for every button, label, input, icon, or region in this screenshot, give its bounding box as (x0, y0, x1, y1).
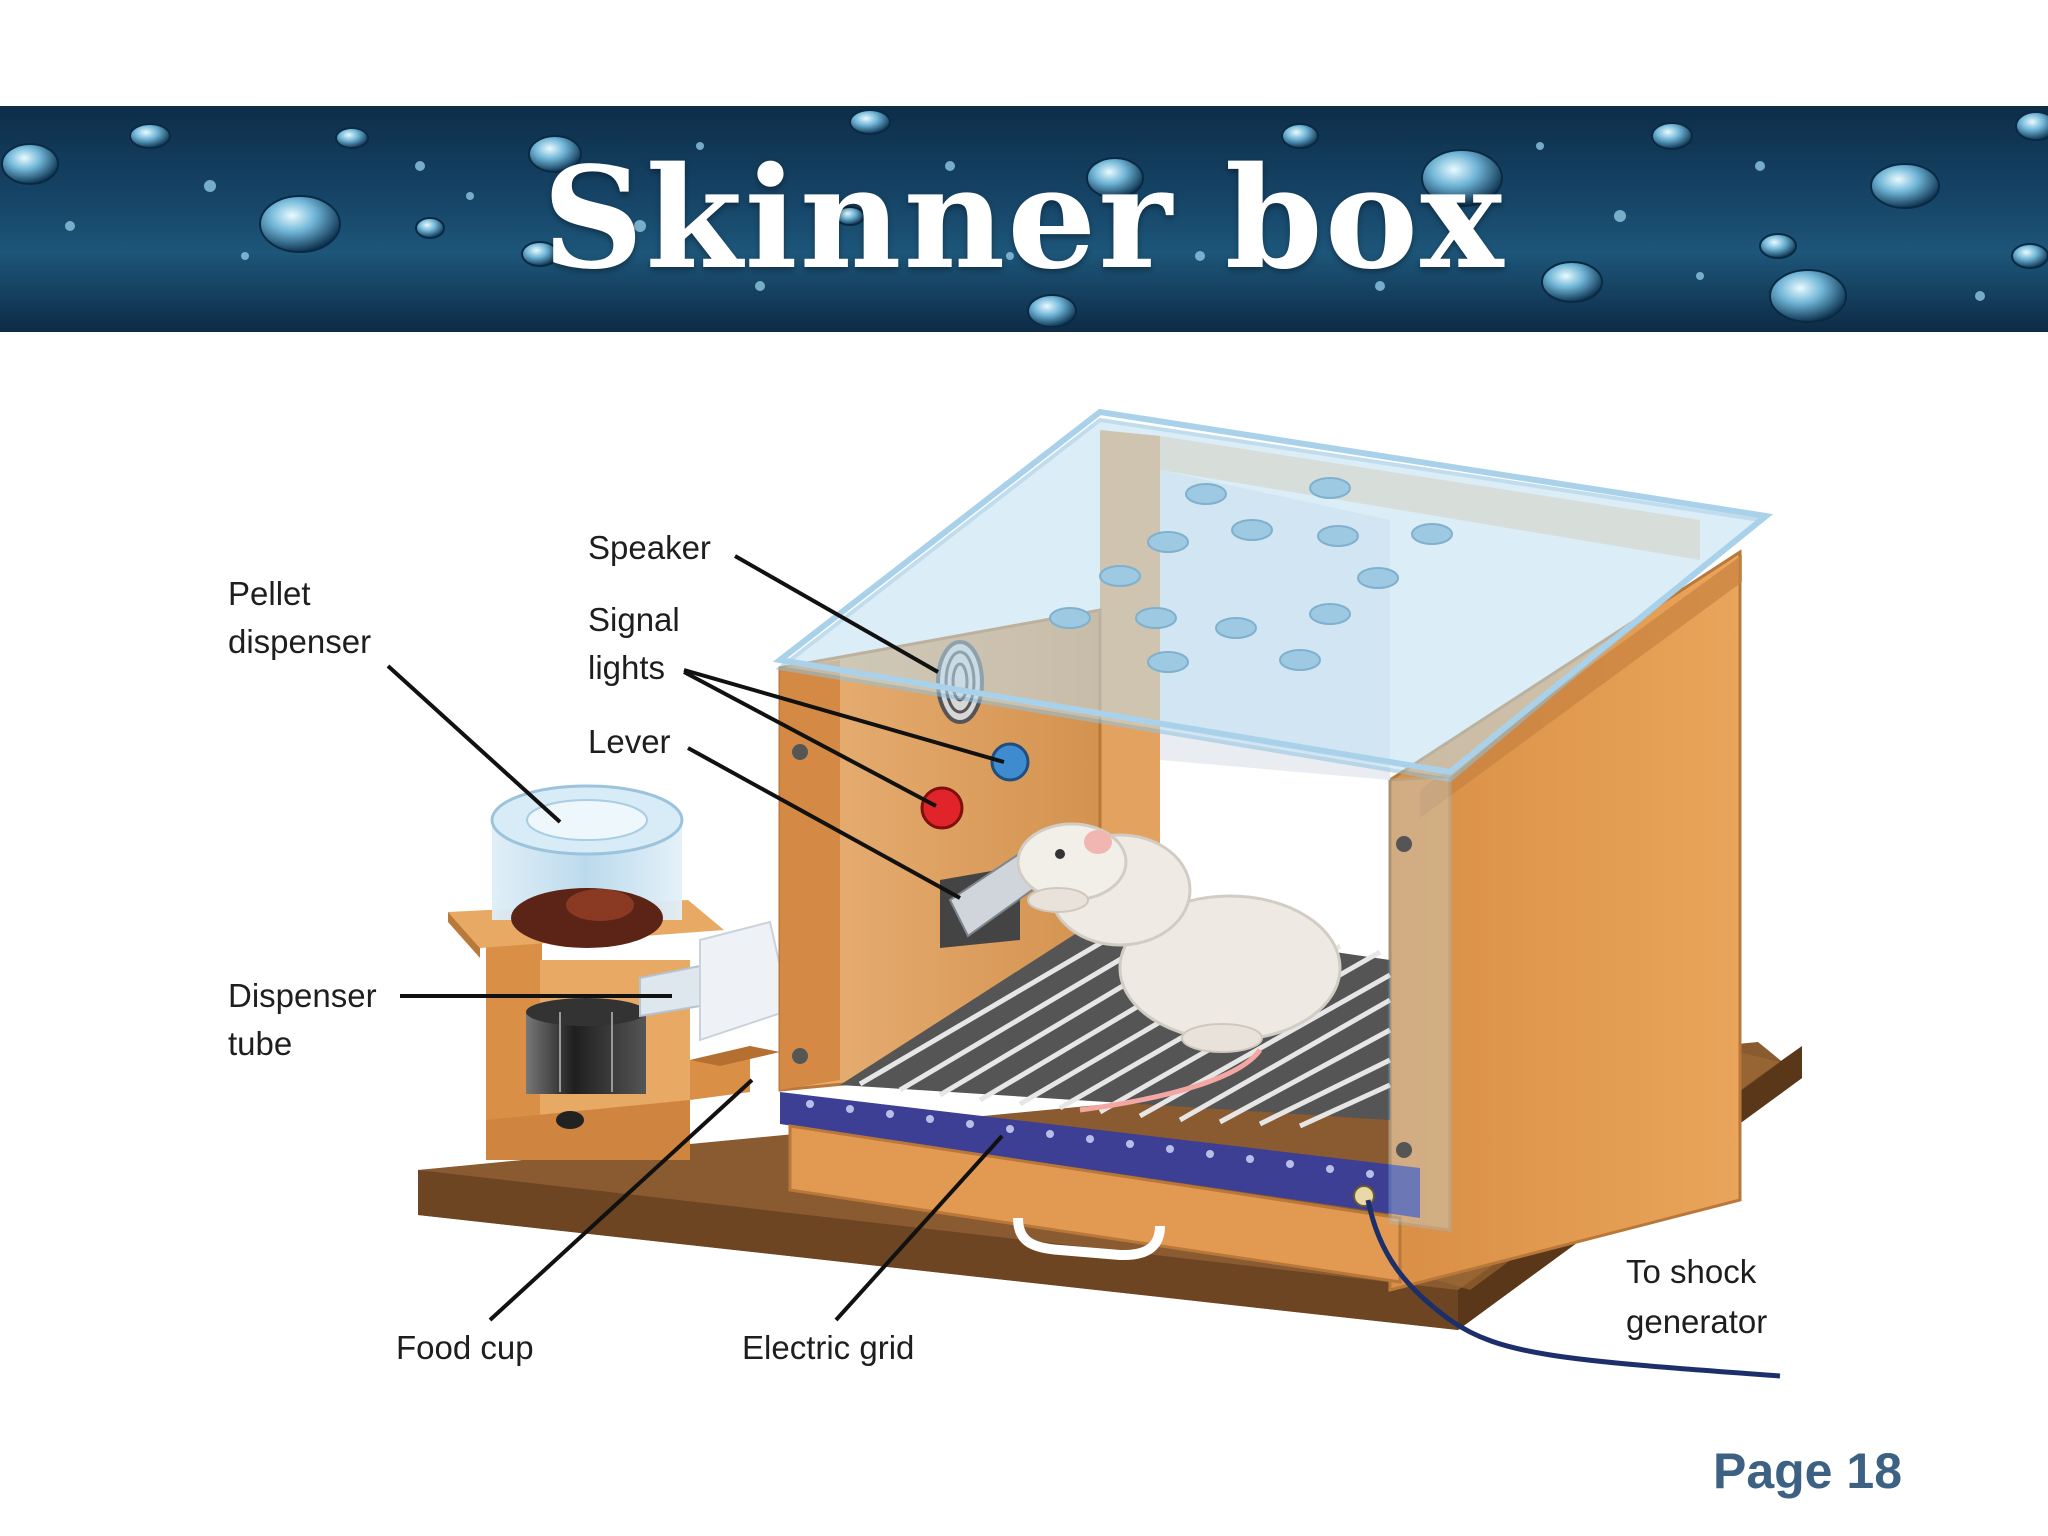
label-to-shock-generator-line2: generator (1626, 1303, 1768, 1340)
title-banner: Skinner box (0, 106, 2048, 332)
label-dispenser-tube-line2: tube (228, 1025, 293, 1062)
dispenser-tube (639, 920, 792, 1042)
label-dispenser-tube-line1: Dispenser (228, 977, 377, 1014)
rat (1016, 822, 1342, 1113)
slide-title: Skinner box (542, 137, 1506, 301)
label-to-shock-generator-line1: To shock (1626, 1253, 1757, 1290)
water-drops-background (1, 109, 2048, 328)
label-lever: Lever (588, 723, 671, 760)
label-signal-lights-line2: lights (588, 649, 666, 686)
pellet-dispenser (490, 784, 684, 948)
label-electric-grid: Electric grid (742, 1329, 915, 1366)
shock-cable (1365, 1199, 1781, 1379)
food-cup (690, 1046, 780, 1100)
glass-enclosure (772, 408, 1774, 1232)
signal-light-blue (990, 742, 1030, 782)
label-pellet-dispenser-line2: dispenser (228, 623, 372, 660)
signal-light-red (920, 786, 964, 830)
page-number: Page 18 (1712, 1443, 1902, 1499)
label-food-cup: Food cup (396, 1329, 534, 1366)
label-pellet-dispenser-line1: Pellet (228, 575, 311, 612)
label-signal-lights-line1: Signal (588, 601, 680, 638)
leader-lines (386, 554, 1005, 1322)
grid-bar (780, 1092, 1420, 1218)
label-speaker: Speaker (588, 529, 711, 566)
drawer (788, 1124, 1402, 1284)
